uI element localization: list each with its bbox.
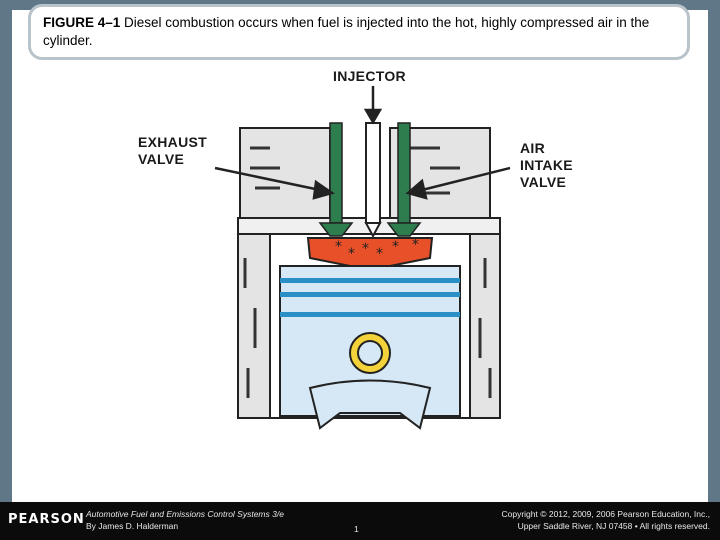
callout-arrows: [214, 86, 511, 200]
engine-diagram: * * * * * *: [130, 68, 590, 498]
exhaust-valve-label: EXHAUST VALVE: [138, 134, 207, 167]
air-intake-valve-label: AIR INTAKE VALVE: [520, 140, 573, 190]
frame-left: [0, 0, 12, 502]
book-author: By James D. Halderman: [86, 521, 179, 531]
title-box: FIGURE 4–1 Diesel combustion occurs when…: [28, 4, 690, 60]
connecting-rod: [308, 379, 432, 430]
book-info: Automotive Fuel and Emissions Control Sy…: [86, 508, 284, 532]
figure-label: FIGURE 4–1: [43, 15, 121, 30]
injector: [364, 122, 382, 239]
copyright-line-2: Upper Saddle River, NJ 07458 • All right…: [517, 521, 710, 531]
figure-caption: Diesel combustion occurs when fuel is in…: [43, 15, 650, 48]
svg-text:*: *: [335, 239, 342, 255]
svg-text:*: *: [392, 239, 399, 255]
intake-valve: [386, 122, 422, 237]
exhaust-valve: [318, 122, 354, 237]
fuel-spray: * * * * * *: [335, 237, 419, 262]
page-number: 1: [354, 524, 359, 534]
frame-right: [708, 0, 720, 502]
svg-text:*: *: [362, 241, 369, 257]
copyright: Copyright © 2012, 2009, 2006 Pearson Edu…: [501, 508, 710, 532]
footer: PEARSON Automotive Fuel and Emissions Co…: [0, 502, 720, 540]
svg-text:*: *: [376, 246, 383, 262]
pearson-logo: PEARSON: [8, 512, 85, 527]
svg-text:*: *: [348, 246, 355, 262]
engine-cylinder-illustration: * * * * * *: [214, 86, 511, 430]
svg-text:*: *: [412, 237, 419, 253]
injector-label: INJECTOR: [333, 68, 406, 84]
slide: FIGURE 4–1 Diesel combustion occurs when…: [0, 0, 720, 502]
copyright-line-1: Copyright © 2012, 2009, 2006 Pearson Edu…: [501, 509, 710, 519]
book-title: Automotive Fuel and Emissions Control Sy…: [86, 509, 284, 519]
